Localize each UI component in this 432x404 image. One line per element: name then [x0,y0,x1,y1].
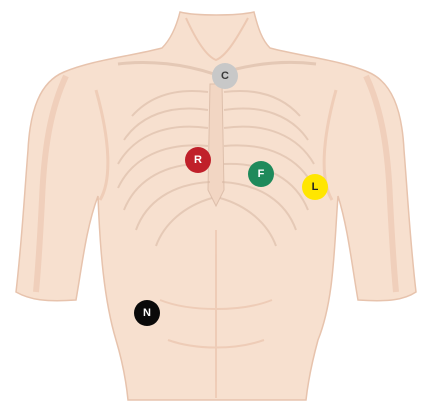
electrode-c[interactable]: C [212,63,238,89]
electrode-r[interactable]: R [185,147,211,173]
electrode-f-label: F [258,168,265,180]
electrode-l-label: L [312,181,319,193]
electrode-n[interactable]: N [134,300,160,326]
electrode-r-label: R [194,154,202,166]
electrode-l[interactable]: L [302,174,328,200]
electrode-f[interactable]: F [248,161,274,187]
electrode-n-label: N [143,307,151,319]
sternum [208,84,224,206]
electrode-c-label: C [221,70,229,82]
